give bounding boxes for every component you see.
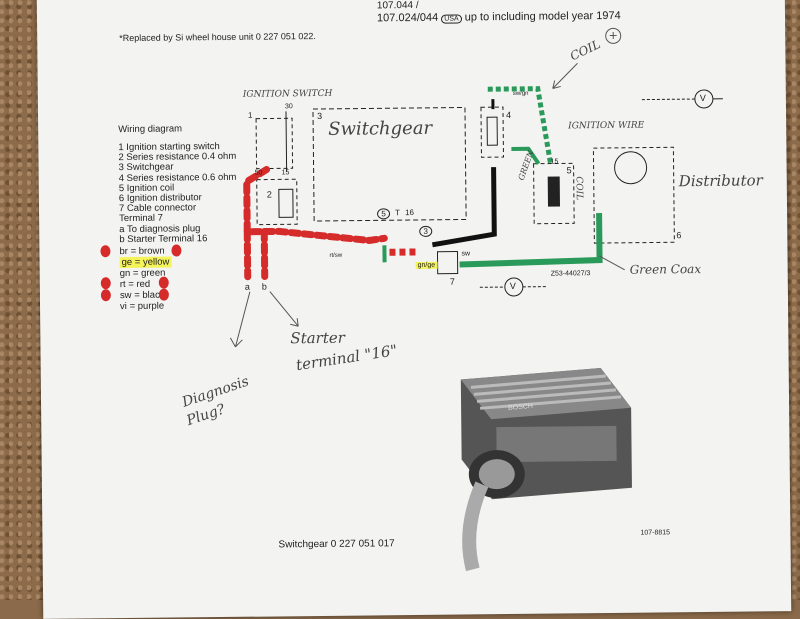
diagram-ref: Z53-44027/3: [551, 270, 591, 277]
legend-marker-dots: [100, 244, 182, 301]
label-7: 7: [450, 277, 455, 287]
hand-ignition-wire: IGNITION WIRE: [568, 121, 644, 132]
wire-label-sw: sw: [461, 250, 470, 257]
terminal-50: 50: [255, 170, 263, 177]
connector-3: 3: [419, 226, 432, 237]
label-6: 6: [676, 230, 681, 240]
terminal-a: a: [245, 282, 250, 292]
voltmeter-label: V: [700, 93, 706, 103]
hand-switchgear: Switchgear: [328, 118, 432, 140]
wiring-diagram: [37, 0, 792, 619]
arrow-starter: [270, 291, 298, 326]
wire: [642, 99, 695, 100]
arrow-diagnosis: [230, 292, 251, 347]
terminal-15: 15: [282, 169, 290, 176]
distributor-box: [593, 147, 674, 243]
hand-coil-plus: +: [605, 28, 621, 44]
black-wire: [432, 167, 495, 245]
wire: [286, 111, 287, 171]
connector-16: 16: [405, 208, 414, 217]
wire-label-swgn: sw/gn: [513, 91, 529, 97]
ignition-switch-box: [256, 118, 293, 168]
resistor-2-box: [257, 179, 297, 224]
hand-green-coax: Green Coax: [630, 262, 702, 277]
label-3: 3: [317, 111, 322, 121]
arrow-coil: [553, 63, 578, 88]
arrow-green-coax: [600, 256, 625, 270]
document-page: 107.044 / 107.024/044 USA up to includin…: [37, 0, 792, 619]
hand-distributor: Distributor: [679, 171, 763, 190]
resistor-2: [279, 189, 293, 217]
voltmeter-label-2: V: [510, 281, 516, 291]
label-2: 2: [267, 189, 272, 199]
switchgear-photo: [461, 368, 633, 570]
terminal-b: b: [262, 282, 267, 292]
cable-connector-7: [437, 252, 457, 274]
connector-t: T: [395, 208, 400, 217]
label-4: 4: [506, 110, 511, 120]
terminal-15b: 15: [551, 158, 559, 165]
label-5: 5: [567, 165, 572, 175]
hand-ignition-switch: IGNITION SWITCH: [243, 89, 333, 100]
wire-label-gnge: gn/ge: [416, 262, 438, 269]
wire-label-rtsw: rt/sw: [329, 253, 342, 259]
coil-core: [548, 176, 560, 206]
terminal-30: 30: [285, 103, 293, 110]
hand-starter-1: Starter: [290, 329, 345, 348]
resistor-4: [487, 117, 497, 145]
page-ref: 107-8815: [640, 529, 670, 536]
distributor-cap: [614, 152, 646, 184]
connector-5: 5: [377, 208, 390, 219]
label-1: 1: [248, 111, 253, 120]
resistor-4-box: [481, 107, 504, 157]
hand-coil-label: COIL: [574, 176, 584, 200]
photo-caption: Switchgear 0 227 051 017: [278, 538, 394, 550]
